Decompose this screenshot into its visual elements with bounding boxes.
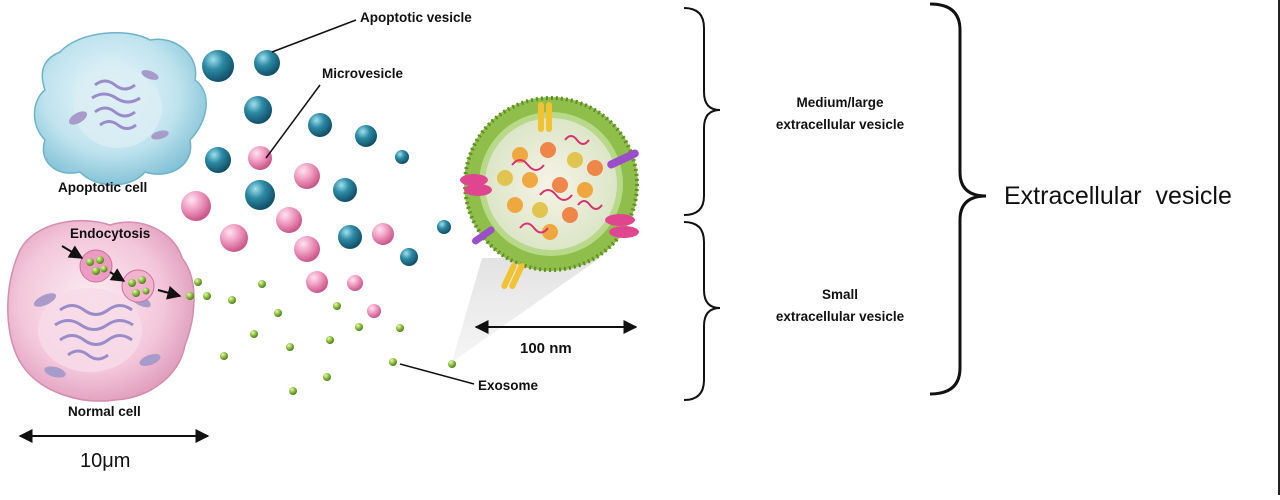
extracellular-vesicle-label: Extracellular vesicle <box>1004 182 1232 210</box>
medium-large-line-2: extracellular vesicle <box>775 117 905 132</box>
medium-large-ev-label: Medium/large extracellular vesicle <box>740 92 940 136</box>
exosome-scale-label: 100 nm <box>520 340 572 357</box>
apoptotic-vesicle-particle <box>333 178 357 202</box>
normal-cell-label: Normal cell <box>68 404 141 419</box>
exosome-rna-strand <box>564 135 590 145</box>
exosome-particle <box>389 358 397 366</box>
exosome-cargo-protein <box>532 202 548 218</box>
microvesicle-particle <box>248 146 272 170</box>
medium-large-brace <box>683 7 721 216</box>
medium-large-line-1: Medium/large <box>796 95 884 110</box>
exosome-rna-strand <box>539 189 573 201</box>
microvesicle-particle <box>181 191 211 221</box>
exosome-cargo-protein <box>522 172 538 188</box>
microvesicle-callout <box>265 84 321 159</box>
exosome-cargo-protein <box>552 177 568 193</box>
exosome-particle <box>194 278 202 286</box>
exosome-callout <box>399 363 475 385</box>
exosome-particle <box>274 309 282 317</box>
apoptotic-vesicle-particle <box>395 150 409 164</box>
exosome-rna-strand <box>511 159 545 171</box>
exosome-cargo-protein <box>512 147 528 163</box>
microvesicle-particle <box>306 271 328 293</box>
microvesicle-particle <box>294 236 320 262</box>
apoptotic-vesicle-particle <box>202 50 234 82</box>
apoptotic-vesicle-particle <box>308 113 332 137</box>
apoptotic-vesicle-particle <box>244 96 272 124</box>
microvesicle-particle <box>220 224 248 252</box>
microvesicle-particle <box>347 275 363 291</box>
apoptotic-cell-label: Apoptotic cell <box>58 180 148 195</box>
exosome-particle <box>186 292 194 300</box>
exosome-particle <box>228 296 236 304</box>
exosome-cargo-protein <box>562 207 578 223</box>
exosome-particle <box>355 323 363 331</box>
small-ev-label: Small extracellular vesicle <box>740 284 940 328</box>
exosome-particle <box>258 280 266 288</box>
microvesicle-particle <box>294 163 320 189</box>
apoptotic-vesicle-particle <box>338 225 362 249</box>
exosome-cargo-protein <box>540 142 556 158</box>
microvesicle-particle <box>372 223 394 245</box>
apoptotic-vesicle-particle <box>245 180 275 210</box>
exosome-particle <box>289 387 297 395</box>
apoptotic-vesicle-particle <box>400 248 418 266</box>
small-brace <box>683 221 721 401</box>
normal-cell-illustration <box>7 219 195 402</box>
apoptotic-vesicle-particle <box>355 125 377 147</box>
apoptotic-cell-illustration <box>33 32 207 186</box>
vesicle-particles <box>181 50 456 395</box>
microvesicle-particle <box>276 207 302 233</box>
apoptotic-vesicle-label: Apoptotic vesicle <box>360 10 472 25</box>
exosome-cargo-protein <box>507 197 523 213</box>
exosome-particle <box>220 352 228 360</box>
cell-scale-label: 10μm <box>80 450 131 472</box>
exosome-particle <box>203 292 211 300</box>
extracellular-vesicle-brace <box>929 2 987 396</box>
apoptotic-vesicle-callout <box>271 19 357 53</box>
exosome-rna-strand <box>577 200 603 210</box>
exosome-particle <box>250 330 258 338</box>
exosome-particle <box>286 343 294 351</box>
apoptotic-vesicle-particle <box>205 147 231 173</box>
apoptotic-vesicle-particle <box>254 50 280 76</box>
exosome-cargo-protein <box>567 152 583 168</box>
exosome-cone <box>452 258 600 362</box>
exosome-cargo-protein <box>577 182 593 198</box>
endocytosis-label: Endocytosis <box>70 226 151 241</box>
exosome-label: Exosome <box>478 378 539 393</box>
small-line-2: extracellular vesicle <box>775 309 905 324</box>
right-border <box>1278 0 1280 495</box>
apoptotic-vesicle-particle <box>437 220 451 234</box>
exosome-particle <box>448 360 456 368</box>
exosome-particle <box>323 373 331 381</box>
exosome-cargo-protein <box>497 170 513 186</box>
exosome-cargo-protein <box>542 224 558 240</box>
exosome-particle <box>396 324 404 332</box>
small-line-1: Small <box>821 287 859 302</box>
exosome-rna-strand <box>519 222 549 234</box>
exosome-particle <box>326 336 334 344</box>
microvesicle-particle <box>367 304 381 318</box>
microvesicle-label: Microvesicle <box>322 66 404 81</box>
exosome-particle <box>333 302 341 310</box>
exosome-cross-section <box>460 96 639 289</box>
exosome-cargo-protein <box>587 160 603 176</box>
